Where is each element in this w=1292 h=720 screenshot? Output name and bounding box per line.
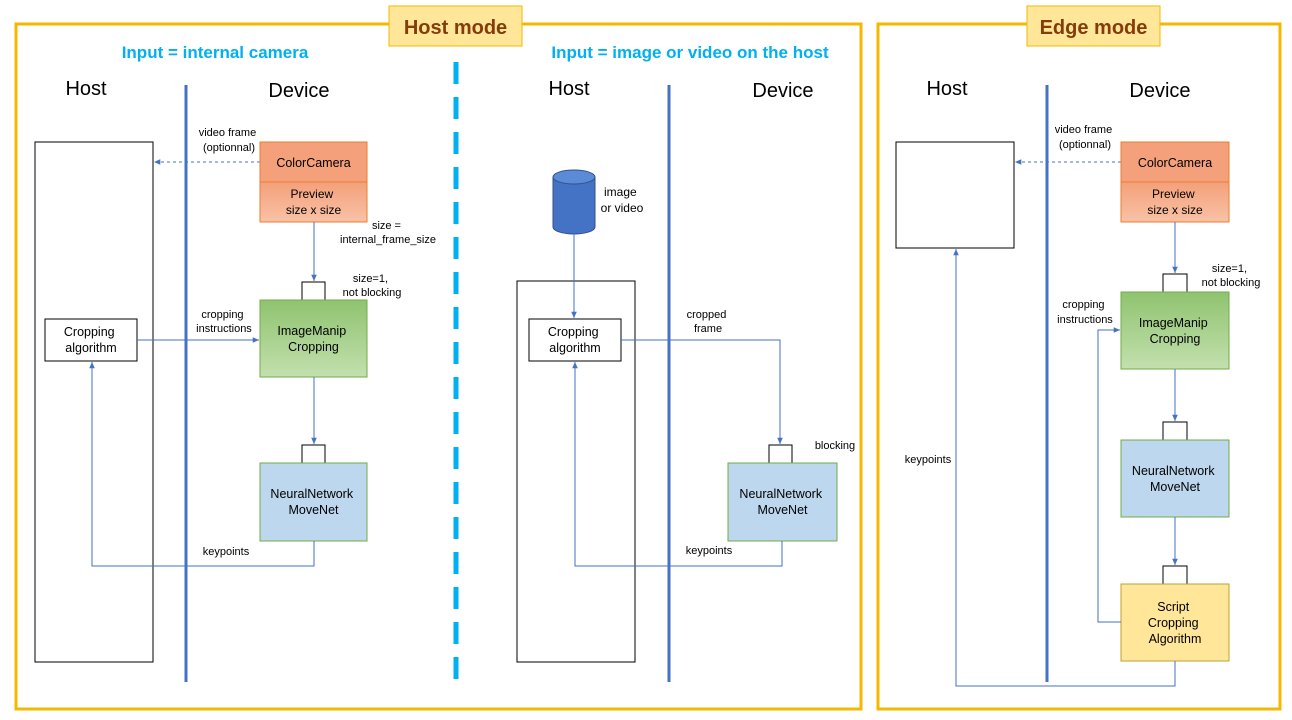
- cropping-algorithm-label: Cropping algorithm: [548, 325, 602, 355]
- edge-mode-panel: Edge mode Host Device video frame (optio…: [876, 5, 1282, 711]
- script-label: Script Cropping Algorithm: [1148, 600, 1202, 646]
- script-node: [1120, 583, 1230, 662]
- image-manip-label: ImageManip Cropping: [1139, 316, 1211, 346]
- host-label: Host: [548, 78, 590, 100]
- host-mode-panel: Host mode Input = internal camera Host D…: [14, 5, 863, 711]
- neural-network-label: NeuralNetwork MoveNet: [739, 487, 825, 517]
- keypoints-arrow: [89, 362, 315, 567]
- nn-input-queue: [768, 444, 793, 464]
- neural-network-node: [727, 462, 838, 542]
- host-label: Host: [65, 78, 107, 100]
- device-label: Device: [752, 80, 813, 102]
- keypoints-label: keypoints: [686, 545, 733, 557]
- preview-output-node: [1120, 181, 1230, 223]
- keypoints-arrow: [953, 249, 1176, 687]
- video-frame-label: video frame (optionnal): [199, 127, 260, 154]
- image-manip-node: [259, 299, 368, 378]
- image-manip-node: [1120, 291, 1230, 370]
- cropping-algorithm-label: Cropping algorithm: [64, 325, 118, 355]
- host-input-subpanel: Input = image or video on the host Host …: [516, 43, 855, 682]
- color-camera-node: [259, 141, 368, 183]
- color-camera-node: [1120, 141, 1230, 183]
- host-mode-title-box: [388, 5, 523, 47]
- device-label: Device: [1129, 80, 1190, 102]
- instructions-feedback-arrow: [1097, 327, 1121, 623]
- video-frame-label: video frame (optionnal): [1055, 124, 1116, 151]
- script-input-queue: [1162, 565, 1188, 585]
- storage-label: image or video: [601, 185, 644, 215]
- keypoints-label: keypoints: [203, 546, 250, 558]
- keypoints-arrow: [572, 362, 783, 567]
- color-camera-label: ColorCamera: [1138, 156, 1212, 170]
- host-label: Host: [926, 78, 968, 100]
- host-application-box: [895, 141, 1015, 249]
- cropping-algorithm-node: [44, 318, 138, 362]
- neural-network-node: [259, 462, 368, 542]
- host-input-subtitle: Input = image or video on the host: [551, 43, 829, 62]
- host-application-box: [34, 141, 154, 663]
- size-label: size = internal_frame_size: [340, 220, 436, 246]
- cropped-frame-label: cropped frame: [687, 309, 730, 335]
- cropping-instructions-label: cropping instructions: [196, 309, 252, 335]
- host-mode-title: Host mode: [404, 17, 507, 39]
- manip-input-queue: [1162, 273, 1188, 293]
- preview-output-node: [259, 181, 368, 223]
- manip-input-queue: [301, 281, 326, 301]
- edge-mode-title: Edge mode: [1040, 17, 1148, 39]
- nn-input-queue: [1162, 421, 1188, 441]
- device-label: Device: [268, 80, 329, 102]
- neural-network-label: NeuralNetwork MoveNet: [1132, 464, 1218, 494]
- color-camera-label: ColorCamera: [276, 156, 350, 170]
- preview-label: Preview size x size: [1147, 187, 1203, 217]
- storage-cylinder-icon: [552, 169, 596, 235]
- cropped-frame-arrow: [621, 339, 783, 444]
- internal-camera-subpanel: Input = internal camera Host Device vide…: [34, 43, 436, 682]
- edge-mode-title-box: [1026, 5, 1161, 47]
- cropping-instructions-label: cropping instructions: [1057, 299, 1113, 326]
- neural-network-label: NeuralNetwork MoveNet: [270, 487, 356, 517]
- internal-camera-subtitle: Input = internal camera: [122, 43, 309, 62]
- nn-input-queue: [301, 444, 326, 464]
- keypoints-label: keypoints: [905, 454, 952, 466]
- queue-label: size=1, not blocking: [1202, 263, 1261, 289]
- neural-network-node: [1120, 439, 1230, 518]
- blocking-label: blocking: [815, 440, 855, 452]
- preview-label: Preview size x size: [286, 187, 342, 217]
- queue-label: size=1, not blocking: [343, 273, 402, 299]
- image-manip-label: ImageManip Cropping: [277, 324, 349, 354]
